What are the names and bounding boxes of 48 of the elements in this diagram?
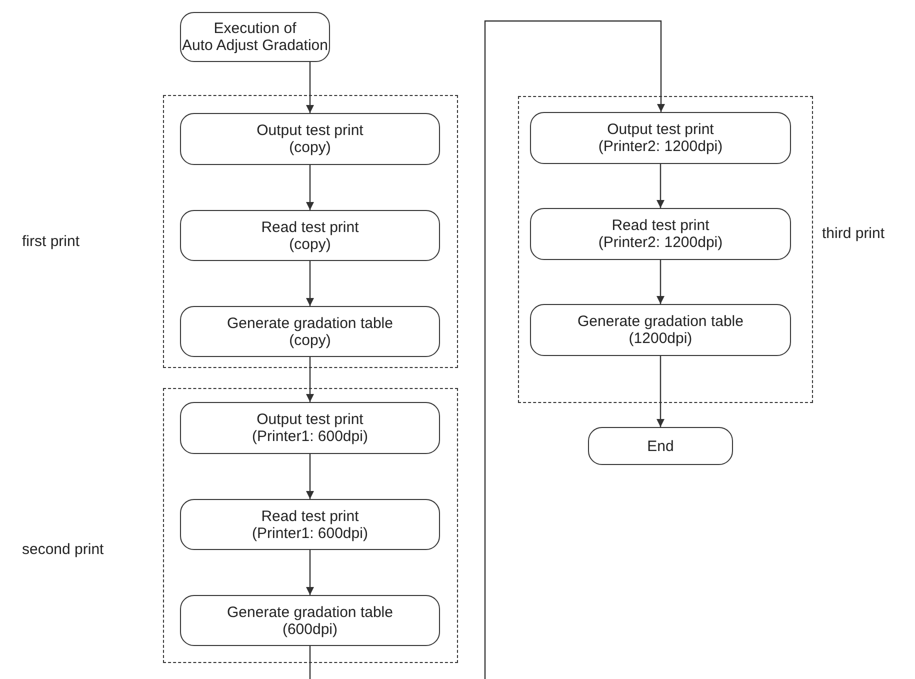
- box-text: Generate gradation table: [578, 313, 744, 330]
- box-text: (copy): [289, 332, 331, 348]
- arrow: [656, 356, 664, 427]
- process-box: [530, 112, 791, 164]
- box-text: Execution of: [214, 20, 296, 37]
- group-label: second print: [22, 540, 104, 560]
- dashed-group-frame: [163, 95, 458, 368]
- process-box: [180, 113, 440, 165]
- box-text: Auto Adjust Gradation: [182, 37, 328, 54]
- box-text: Generate gradation table: [227, 604, 393, 620]
- dashed-group-frame: [518, 96, 813, 403]
- process-box: [530, 304, 791, 356]
- process-box: [588, 427, 733, 465]
- box-text: Read test print: [261, 508, 359, 524]
- box-text: Output test print: [256, 122, 364, 139]
- arrow: [306, 357, 314, 402]
- box-text: End: [647, 438, 674, 454]
- arrow: [484, 20, 665, 679]
- process-box: [530, 208, 791, 260]
- box-text: (Printer2: 1200dpi): [598, 234, 723, 251]
- box-text: (copy): [289, 236, 331, 252]
- process-box: [180, 499, 440, 550]
- arrow: [656, 164, 664, 208]
- box-text: (1200dpi): [628, 330, 692, 347]
- process-box: [180, 402, 440, 454]
- box-text: Generate gradation table: [227, 314, 393, 332]
- box-text: (600dpi): [282, 620, 338, 638]
- process-box: [180, 12, 330, 62]
- box-text: (Printer2: 1200dpi): [598, 138, 723, 155]
- box-text: (Printer1: 600dpi): [252, 428, 368, 445]
- arrow: [306, 550, 314, 595]
- box-text: Read test print: [612, 217, 710, 234]
- box-text: Output test print: [256, 411, 364, 428]
- group-label: third print: [822, 224, 885, 244]
- box-text: Output test print: [607, 121, 714, 138]
- arrow: [656, 260, 664, 304]
- dashed-group-frame: [163, 388, 458, 663]
- arrow: [306, 454, 314, 499]
- box-text: (copy): [289, 139, 331, 156]
- arrow: [306, 261, 314, 306]
- box-text: Read test print: [261, 218, 359, 236]
- process-box: [180, 210, 440, 261]
- process-box: [180, 306, 440, 357]
- group-label: first print: [22, 232, 80, 252]
- arrow: [306, 165, 314, 210]
- process-box: [180, 595, 440, 646]
- box-text: (Printer1: 600dpi): [252, 524, 368, 542]
- arrow: [306, 62, 314, 113]
